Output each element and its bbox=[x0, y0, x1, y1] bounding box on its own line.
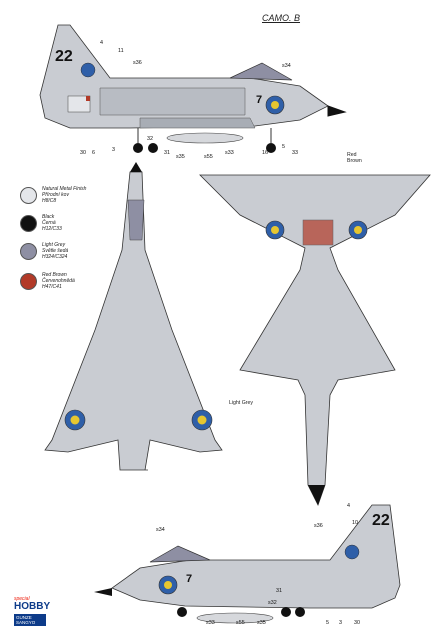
callout: s35 bbox=[176, 154, 185, 160]
legend-item bbox=[20, 273, 37, 290]
callout: s32 bbox=[268, 600, 277, 606]
metal-swatch-icon bbox=[20, 187, 37, 204]
callout: 30 bbox=[80, 150, 86, 156]
legend-label: Light Grey Světle šedá H324/C324 bbox=[42, 242, 69, 260]
redbrown-swatch-icon bbox=[20, 273, 37, 290]
legend-item bbox=[20, 187, 37, 204]
legend-item bbox=[20, 243, 37, 260]
brand-special: special bbox=[14, 596, 30, 602]
side-profile-top bbox=[39, 24, 347, 153]
callout: s34 bbox=[282, 63, 291, 69]
callout: 6 bbox=[92, 150, 95, 156]
callout: 11 bbox=[118, 48, 124, 54]
note-red-brown: Red Brown bbox=[347, 152, 362, 165]
legend-item bbox=[20, 215, 37, 232]
legend-label: Red Brown Červenohnědá H47/C41 bbox=[42, 272, 75, 290]
callout: 31 bbox=[276, 588, 282, 594]
callout: s33 bbox=[225, 150, 234, 156]
callout: 3 bbox=[339, 620, 342, 626]
side-profile-bottom bbox=[94, 504, 401, 624]
brand-gunze: GUNZE SANGYO bbox=[14, 614, 46, 626]
callout: s36 bbox=[314, 523, 323, 529]
callout: 32 bbox=[147, 136, 153, 142]
callout: 30 bbox=[354, 620, 360, 626]
callout: s36 bbox=[133, 60, 142, 66]
legend-label: Black Černá H12/C33 bbox=[42, 214, 62, 232]
callout: 3 bbox=[112, 147, 115, 153]
callout: s55 bbox=[204, 154, 213, 160]
bottom-view-planform bbox=[199, 174, 431, 507]
brand-logo: special HOBBY GUNZE SANGYO bbox=[14, 596, 51, 634]
callout: s33 bbox=[206, 620, 215, 626]
callout: 4 bbox=[100, 40, 103, 46]
note-light-grey: Light Grey bbox=[229, 400, 253, 406]
callout: s34 bbox=[156, 527, 165, 533]
black-swatch-icon bbox=[20, 215, 37, 232]
page-title: CAMO. B bbox=[262, 13, 301, 23]
legend-label: Natural Metal Finish Přírodní kov H8/C8 bbox=[42, 186, 87, 204]
aircraft-number-bottom: 22 bbox=[372, 512, 390, 529]
callout: 4 bbox=[347, 503, 350, 509]
brand-hobby: HOBBY bbox=[14, 601, 51, 612]
tail-letter-top: 7 bbox=[256, 94, 263, 106]
callout: s35 bbox=[257, 620, 266, 626]
callout: 5 bbox=[326, 620, 329, 626]
callout: 10 bbox=[352, 520, 358, 526]
top-view-planform bbox=[44, 162, 223, 471]
callout: 31 bbox=[164, 150, 170, 156]
callout: 5 bbox=[282, 144, 285, 150]
callout: 33 bbox=[292, 150, 298, 156]
tail-letter-bottom: 7 bbox=[186, 573, 193, 585]
callout: 16 bbox=[262, 150, 268, 156]
aircraft-number-top: 22 bbox=[55, 48, 73, 65]
callout: s55 bbox=[236, 620, 245, 626]
grey-swatch-icon bbox=[20, 243, 37, 260]
